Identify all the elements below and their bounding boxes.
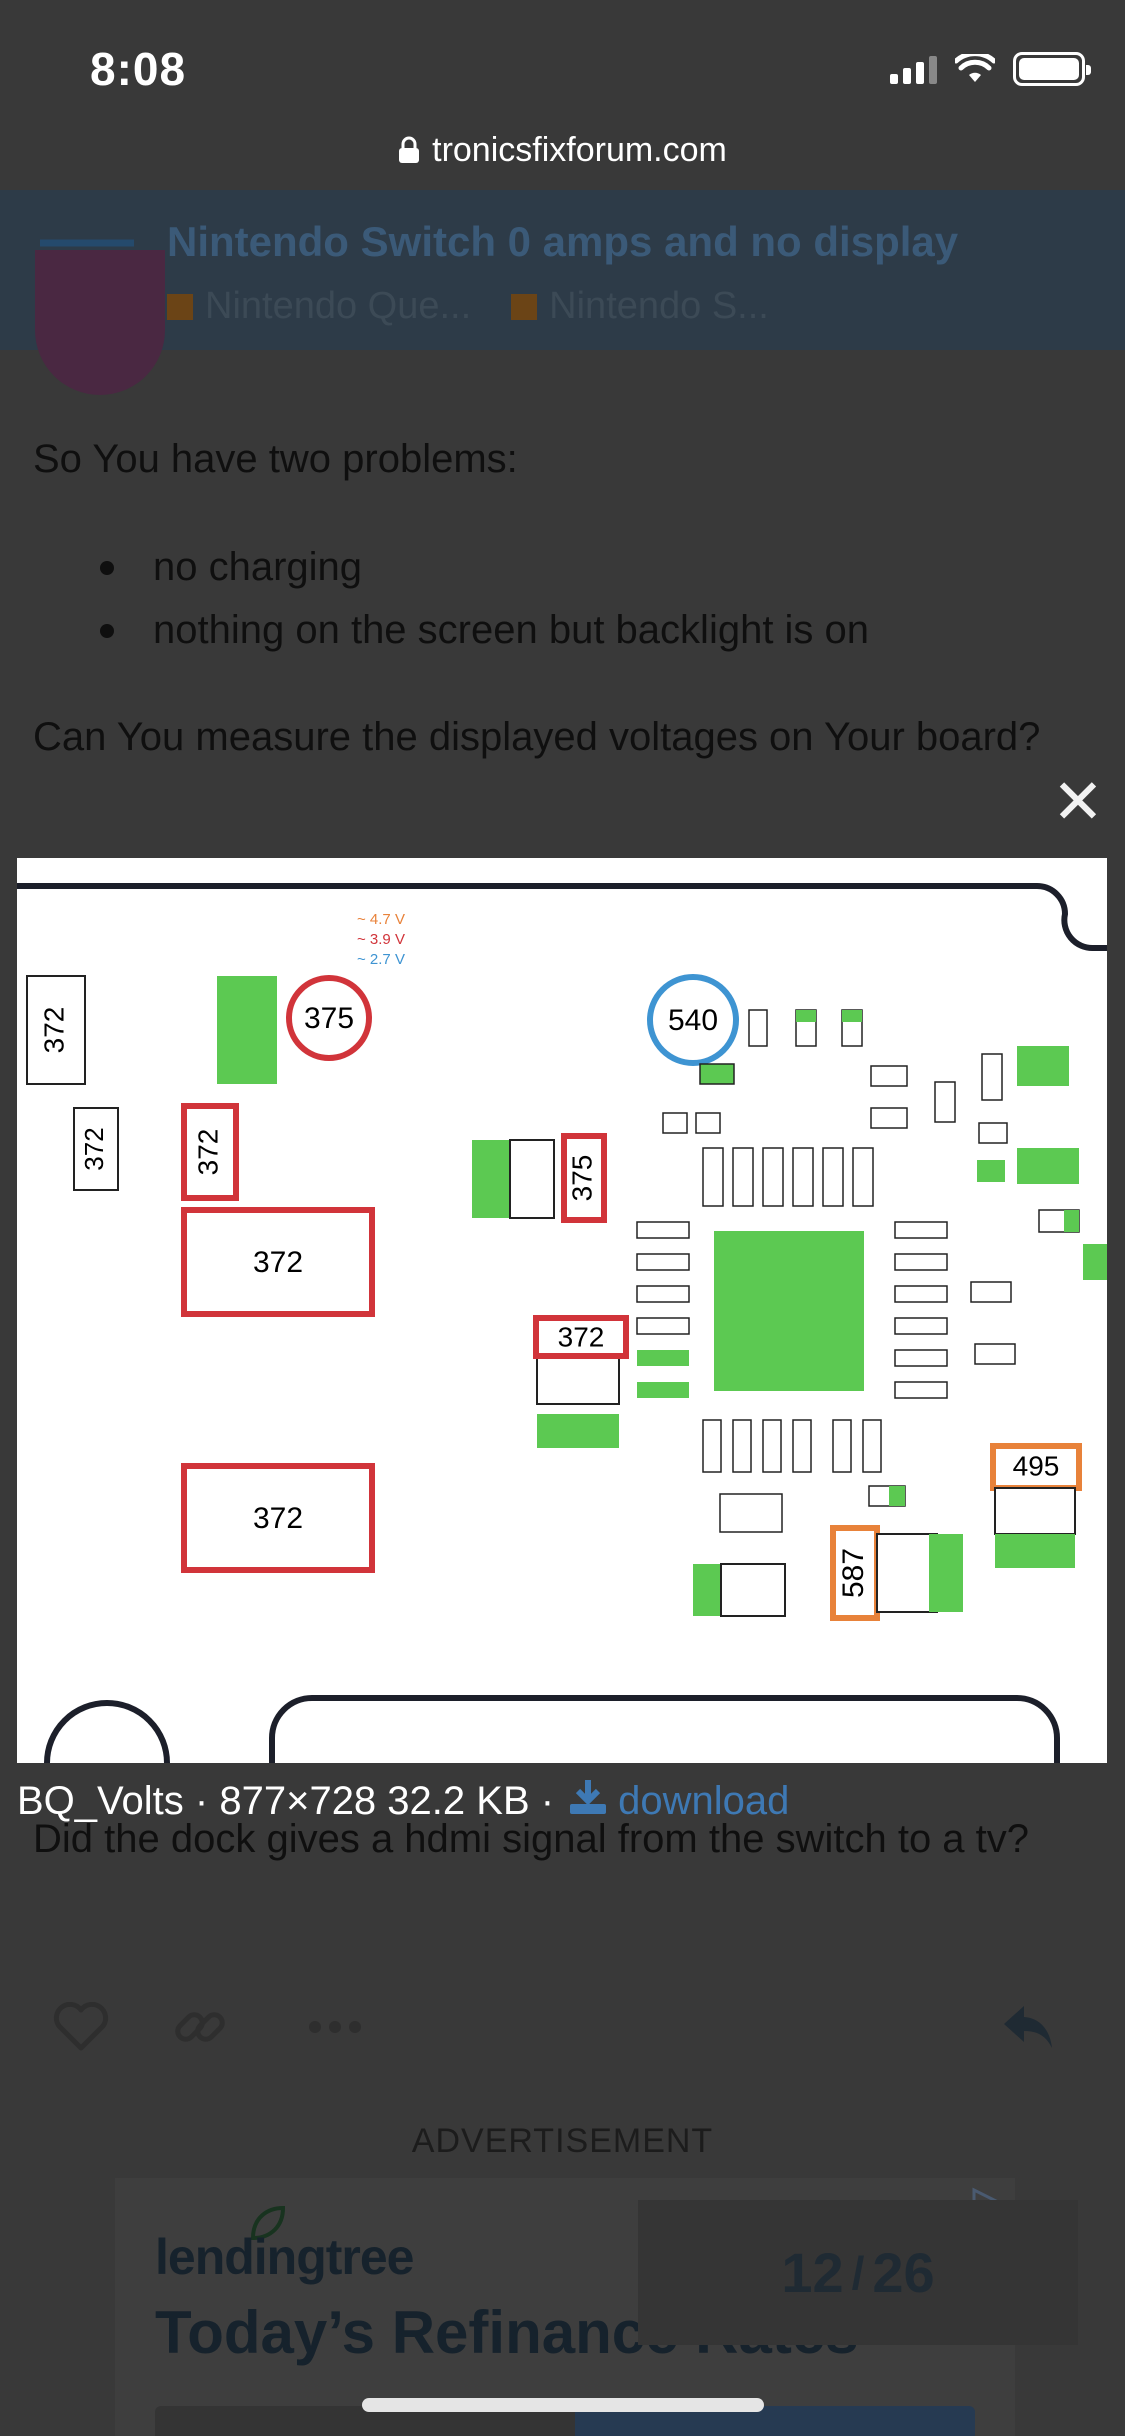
probe-box-587 [830,1525,880,1621]
probe-box-495 [990,1443,1082,1491]
board-outline [269,1695,1060,1763]
image-filename: BQ_Volts [17,1778,184,1823]
ad-brand: lendingtree [155,2229,414,2285]
topic-title[interactable]: Nintendo Switch 0 amps and no display [167,218,959,265]
component-label: 372 [253,1502,303,1535]
list-item: no charging [100,536,869,599]
heart-icon[interactable] [46,1992,116,2062]
category-label: Nintendo S... [549,285,769,327]
component-label: 587 [837,1548,870,1598]
small-components [636,1009,1107,1533]
component-pad [472,1140,510,1218]
category-color [511,293,538,320]
probe-box-372 [533,1315,629,1359]
category-badge[interactable]: Nintendo S... [511,285,769,328]
status-bar: 8:08 [0,0,1125,130]
lightbox-image[interactable]: ~ 4.7 V ~ 3.9 V ~ 2.7 V 372 372 375 372 … [17,858,1107,1763]
download-link[interactable]: download [568,1776,789,1826]
caption-separator: · [540,1778,555,1823]
component-pad [217,976,277,1084]
leaf-icon [247,2204,287,2249]
component-372 [73,1107,119,1191]
post-intro: So You have two problems: [33,437,518,481]
component-body [720,1563,786,1617]
probe-box-375 [561,1133,607,1223]
component-body [509,1139,555,1219]
legend-label: ~ 4.7 V [357,911,405,928]
component-label: 375 [566,1155,597,1202]
battery-icon [1013,52,1091,86]
component-label: 372 [79,1127,109,1170]
probe-box-372 [181,1207,375,1317]
probe-circle-540 [647,974,739,1066]
component-pad [693,1564,721,1616]
probe-box-372 [181,1103,239,1201]
image-caption: BQ_Volts · 877×728 32.2 KB · download [17,1776,789,1826]
component-label: 495 [1013,1450,1060,1481]
page-separator: / [851,2246,865,2299]
close-button[interactable]: ✕ [1052,768,1104,837]
category-color [167,293,193,320]
legend-label: ~ 3.9 V [357,931,405,948]
probe-circle-375 [286,975,372,1061]
main-ic [714,1231,864,1391]
list-item: nothing on the screen but backlight is o… [100,599,869,662]
topic-header: Nintendo Switch 0 amps and no display Ni… [0,190,1125,350]
topic-categories: Nintendo Que... Nintendo S... [167,285,769,328]
post-followup: Did the dock gives a hdmi signal from th… [33,1817,1030,1861]
component-pad [929,1534,963,1612]
component-label: 372 [38,1007,69,1054]
signal-icon [890,54,937,84]
more-icon[interactable] [300,1992,370,2062]
board-hole [44,1700,170,1763]
post-question: Can You measure the displayed voltages o… [33,715,1041,759]
status-time: 8:08 [90,43,187,95]
download-icon [568,1776,608,1826]
board-outline [17,883,1107,952]
category-label: Nintendo Que... [205,285,472,327]
probe-box-372 [181,1463,375,1573]
component-label: 375 [304,1002,354,1035]
legend-label: ~ 2.7 V [357,951,405,968]
component-label: 540 [668,1004,718,1037]
link-icon[interactable] [165,1992,235,2062]
post-bullet-list: no charging nothing on the screen but ba… [100,536,869,662]
wifi-icon [955,54,995,84]
page-total: 26 [872,2241,935,2304]
component-pad [537,1414,619,1448]
ad-label: ADVERTISEMENT [411,2122,714,2160]
post-actions [0,1992,1125,2062]
component-body [994,1487,1076,1535]
reply-icon[interactable] [993,1992,1063,2062]
caption-separator: · [194,1778,209,1823]
component-label: 372 [253,1246,303,1279]
avatar[interactable] [35,250,165,395]
page-counter: 12 / 26 [638,2200,1078,2345]
home-indicator[interactable] [362,2398,764,2412]
component-label: 372 [192,1129,223,1176]
component-label: 372 [558,1321,605,1352]
download-label: download [618,1778,790,1823]
component-pad [995,1534,1075,1568]
page-current: 12 [781,2241,844,2304]
category-badge[interactable]: Nintendo Que... [167,285,471,328]
component-body [876,1533,938,1613]
image-size: 877×728 32.2 KB [219,1778,530,1823]
url-domain: tronicsfixforum.com [432,130,727,169]
url-bar[interactable]: tronicsfixforum.com [0,115,1125,185]
status-icons [890,52,1091,86]
component-372 [26,975,86,1085]
lock-icon [398,136,420,164]
